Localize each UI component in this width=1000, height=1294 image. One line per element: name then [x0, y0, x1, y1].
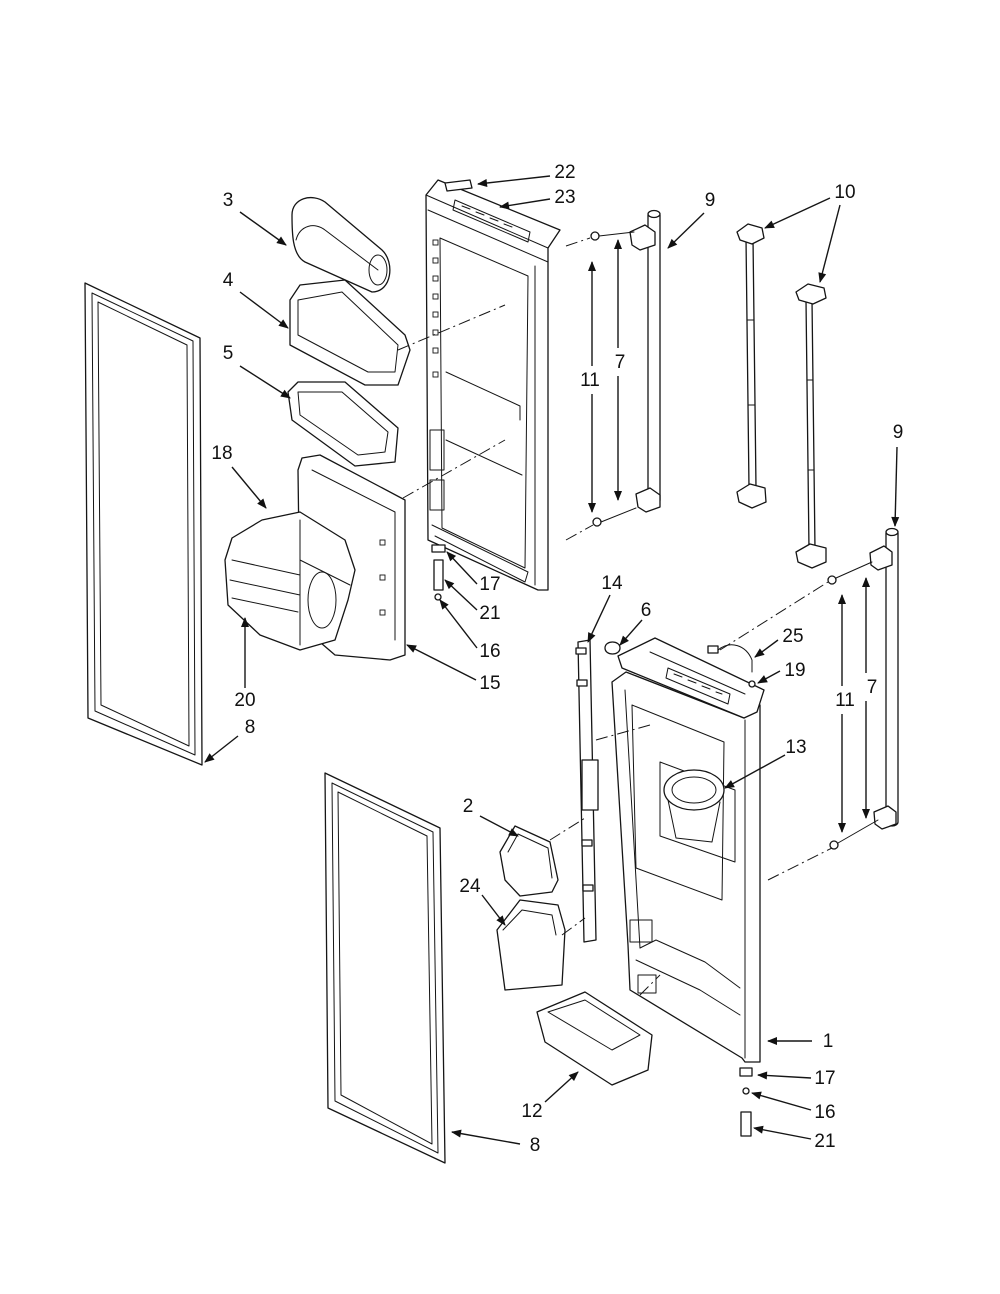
- leader-arrow: [667, 212, 705, 249]
- callout-label: 12: [521, 1101, 542, 1122]
- wire-harness: [707, 644, 753, 673]
- callout-labels: 22 23 3 9 10 4 7 11 5 9 18 17 21 16 14 6…: [211, 162, 903, 1156]
- callout-label: 22: [554, 162, 575, 183]
- leader-arrow: [239, 211, 287, 246]
- door-handle-lower: [869, 527, 899, 830]
- door-bin-5: [287, 381, 399, 467]
- callout-label: 21: [479, 603, 500, 624]
- leader-arrow: [204, 735, 239, 763]
- door-gasket-left: [84, 282, 203, 766]
- leader-arrow: [481, 894, 506, 926]
- handle-trim-2: [795, 283, 827, 569]
- label-sticker: [444, 179, 473, 192]
- callout-label: 11: [835, 690, 855, 711]
- callout-label: 17: [479, 574, 500, 595]
- callout-label: 17: [814, 1068, 835, 1089]
- callout-label: 1: [823, 1031, 834, 1052]
- callout-label: 5: [223, 343, 234, 364]
- callout-label: 20: [234, 690, 255, 711]
- leader-arrow: [891, 446, 900, 527]
- door-gasket-bottom: [324, 772, 446, 1164]
- door-handle-upper: [629, 209, 661, 513]
- callout-label: 19: [784, 660, 805, 681]
- leader-arrow: [754, 639, 779, 658]
- leader-arrow: [587, 594, 611, 643]
- callout-label: 15: [479, 673, 500, 694]
- leader-arrow: [619, 619, 643, 646]
- callout-label: 11: [580, 370, 600, 391]
- callout-label: 18: [211, 443, 232, 464]
- leader-arrow: [751, 1091, 812, 1111]
- leader-arrows: [204, 175, 900, 1145]
- callout-label: 8: [530, 1135, 541, 1156]
- callout-label: 13: [785, 737, 806, 758]
- hinge-hardware-upper: [431, 544, 446, 601]
- callout-label: 10: [834, 182, 855, 203]
- leader-arrow: [477, 175, 551, 187]
- door-bin-24: [496, 899, 566, 991]
- door-bin-4: [289, 279, 411, 386]
- callout-label: 16: [479, 641, 500, 662]
- callout-label: 8: [245, 717, 256, 738]
- callout-label: 21: [814, 1131, 835, 1152]
- callout-label: 7: [867, 677, 878, 698]
- callout-label: 7: [615, 352, 626, 373]
- leader-arrow: [499, 198, 551, 210]
- dimension-arrows: [588, 239, 870, 833]
- leader-arrow: [231, 466, 267, 509]
- callout-label: 2: [463, 796, 474, 817]
- callout-label: 24: [459, 876, 481, 897]
- screw-19: [748, 680, 756, 688]
- handle-trim-1: [736, 223, 767, 509]
- leader-arrow: [439, 599, 478, 649]
- callout-label: 9: [893, 422, 904, 443]
- hinge-strip: [575, 639, 599, 943]
- door-liner-lower: [611, 637, 765, 1063]
- leader-arrow: [757, 1071, 812, 1080]
- handle-screws: [590, 231, 879, 850]
- leader-arrow: [446, 551, 478, 585]
- clip: [604, 641, 621, 655]
- callout-label: 25: [782, 626, 803, 647]
- ice-bin: [224, 511, 356, 651]
- leader-arrow: [757, 670, 781, 684]
- leader-arrow: [724, 754, 786, 789]
- leader-arrow: [764, 197, 831, 229]
- callout-label: 9: [705, 190, 716, 211]
- callout-label: 6: [641, 600, 652, 621]
- callout-label: 4: [223, 270, 234, 291]
- dispenser-ring: [663, 769, 725, 843]
- callout-label: 16: [814, 1102, 835, 1123]
- callout-label: 14: [601, 573, 623, 594]
- leader-arrow: [451, 1129, 521, 1145]
- door-bin-2: [499, 825, 559, 897]
- door-liner-upper: [425, 179, 561, 591]
- callout-label: 3: [223, 190, 234, 211]
- callout-label: 23: [554, 187, 575, 208]
- leader-arrow: [479, 815, 519, 837]
- leader-arrow: [444, 579, 478, 611]
- alignment-lines: [397, 237, 833, 996]
- leader-arrow: [239, 365, 291, 399]
- leader-arrow: [239, 291, 289, 329]
- leader-arrow: [406, 644, 477, 681]
- leader-arrow: [544, 1071, 579, 1103]
- door-bin-12: [536, 991, 653, 1086]
- ice-bucket-top: [291, 197, 391, 293]
- leader-arrow: [818, 204, 841, 283]
- hinge-hardware-lower: [739, 1067, 753, 1137]
- leader-arrow: [753, 1125, 812, 1140]
